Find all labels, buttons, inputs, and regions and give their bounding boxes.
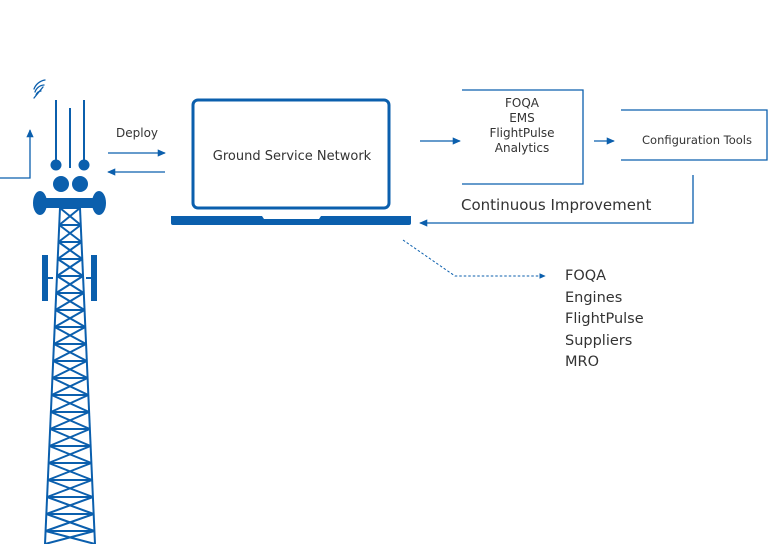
- destination-item: Suppliers: [565, 332, 633, 349]
- continuous-improvement-label: Continuous Improvement: [461, 196, 652, 214]
- uplink-arrow: [0, 129, 34, 179]
- deploy-arrows: [107, 149, 166, 176]
- configuration-tools-label: Configuration Tools: [642, 133, 752, 147]
- destination-list: FOQA Engines FlightPulse Suppliers MRO: [565, 266, 644, 374]
- analytics-labels: FOQA EMS FlightPulse Analytics: [466, 96, 578, 156]
- ground-service-network-label: Ground Service Network: [212, 149, 372, 164]
- destination-item: FlightPulse: [565, 311, 644, 327]
- analytics-item: EMS: [509, 111, 535, 125]
- destination-item: Engines: [565, 289, 623, 306]
- continuous-improvement-arrow: [419, 175, 694, 227]
- deploy-label: Deploy: [116, 126, 159, 140]
- analytics-item: FlightPulse: [489, 126, 555, 140]
- analytics-box: [462, 89, 584, 185]
- analytics-item: Analytics: [494, 141, 550, 155]
- destination-item: MRO: [565, 354, 599, 370]
- config-tools-box: [621, 109, 768, 161]
- laptop-icon: [171, 98, 411, 225]
- cell-tower-icon: [33, 100, 106, 544]
- analytics-item: FOQA: [504, 96, 539, 110]
- wireless-signal-icon: [33, 79, 46, 99]
- destination-item: FOQA: [565, 268, 607, 284]
- destinations-arrow: [402, 239, 546, 279]
